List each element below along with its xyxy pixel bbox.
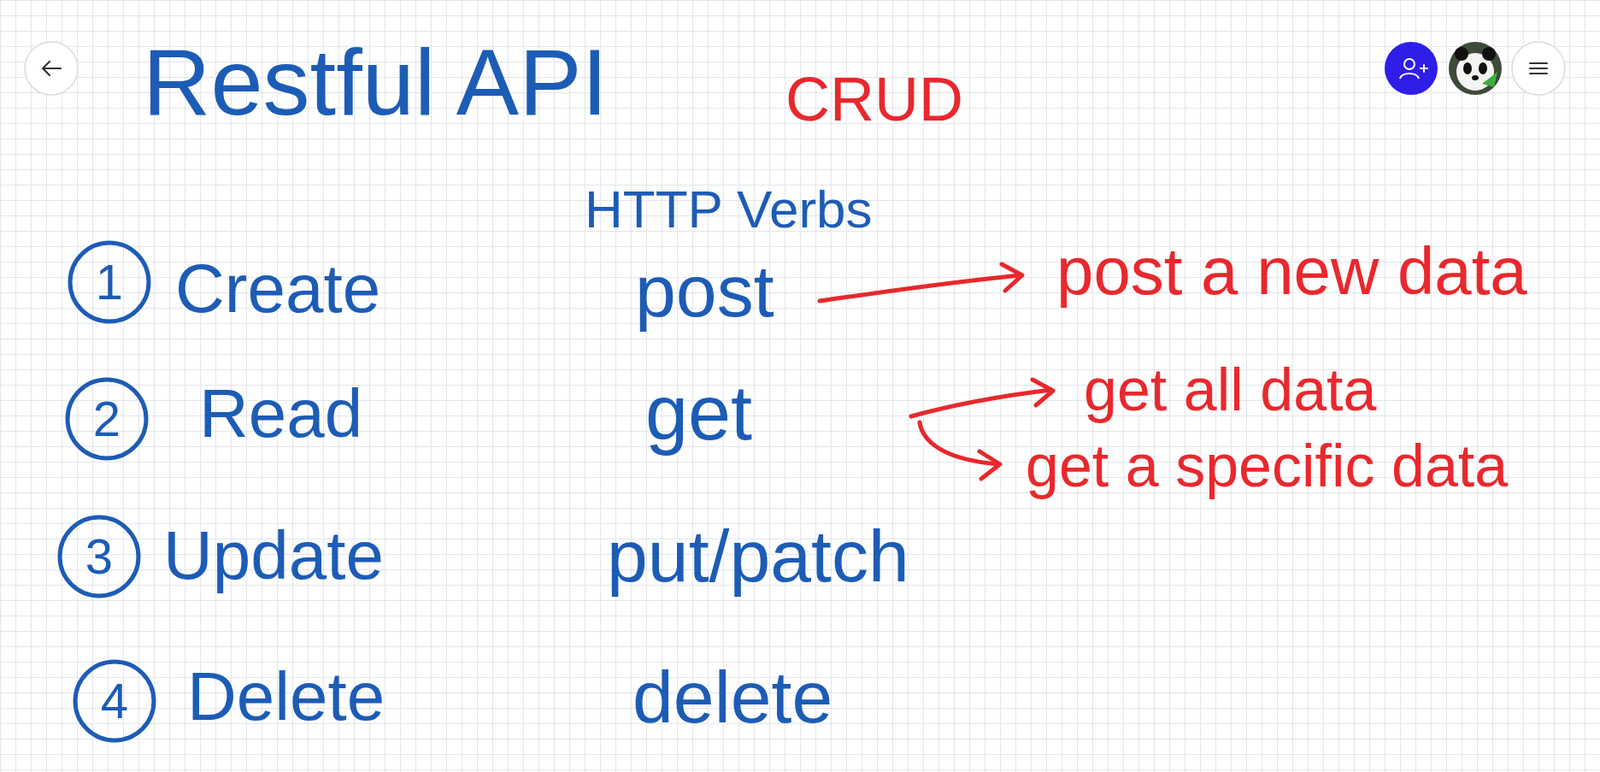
- verb-note: get a specific data: [1025, 431, 1508, 501]
- crud-operation: Read: [199, 374, 363, 453]
- menu-button: [1511, 41, 1565, 95]
- board-title: Restful API: [142, 28, 608, 137]
- http-verb: get: [645, 369, 753, 459]
- step-circle: 1: [66, 239, 153, 325]
- circle-stroke: [67, 379, 147, 459]
- step-number: 3: [85, 528, 113, 586]
- step-number: 2: [93, 390, 121, 448]
- circle-stroke: [70, 242, 149, 322]
- http-verb: put/patch: [606, 513, 910, 599]
- step-circle: 4: [71, 658, 158, 744]
- column-heading: HTTP Verbs: [584, 178, 873, 240]
- http-verb: post: [635, 248, 775, 334]
- invite-button: [1384, 41, 1438, 95]
- circle-stroke: [59, 517, 139, 596]
- crud-operation: Create: [175, 249, 381, 329]
- annotation-arrow: [819, 264, 1023, 301]
- step-circle: 3: [56, 513, 142, 600]
- step-number: 4: [100, 672, 129, 730]
- user-avatar: [1448, 41, 1502, 95]
- step-number: 1: [95, 253, 124, 312]
- verb-note: get all data: [1083, 355, 1377, 425]
- crud-operation: Update: [163, 516, 384, 595]
- back-button: [24, 41, 78, 95]
- crud-operation: Delete: [187, 657, 385, 736]
- topic-note: CRUD: [785, 64, 964, 136]
- verb-note: post a new data: [1056, 233, 1528, 311]
- step-circle: 2: [64, 376, 150, 462]
- http-verb: delete: [632, 654, 833, 740]
- circle-stroke: [75, 661, 154, 741]
